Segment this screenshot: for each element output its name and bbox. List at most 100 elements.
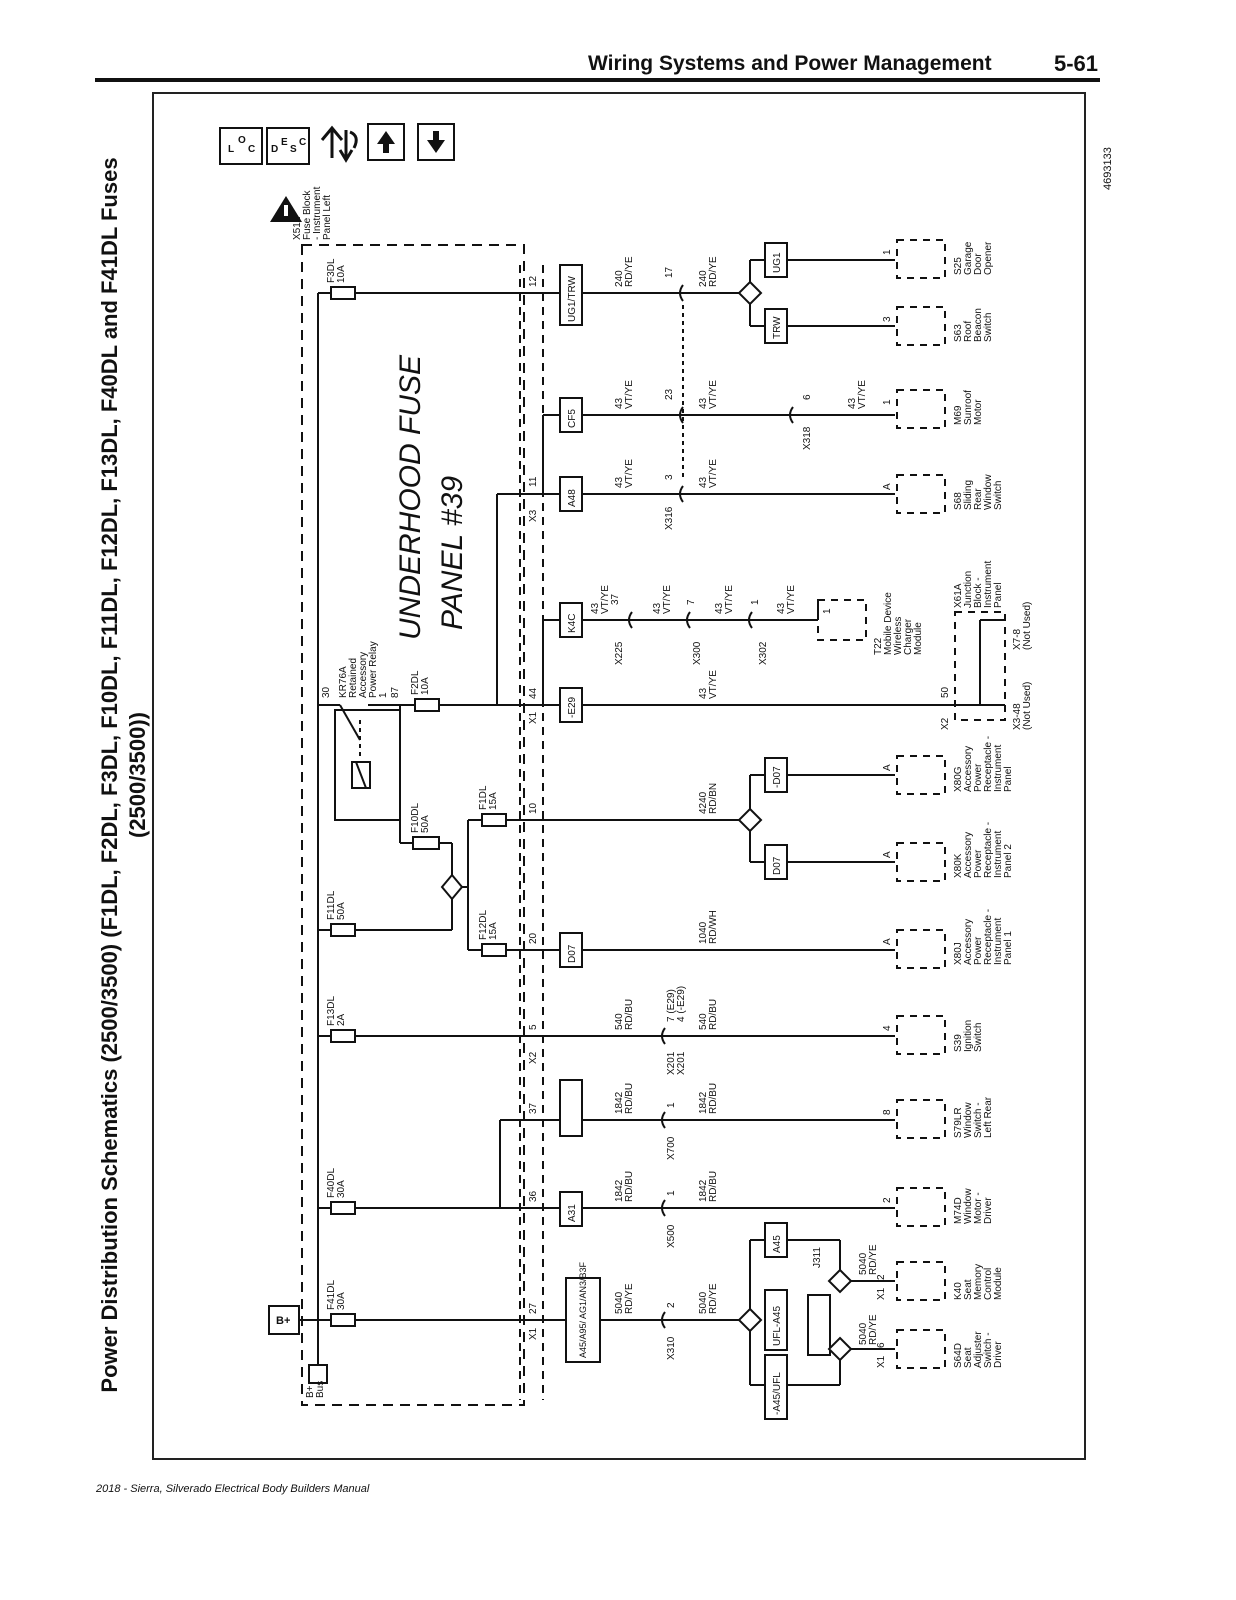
connector-label: X1 <box>528 711 539 724</box>
component-label: Module <box>993 1267 1004 1300</box>
component-x80j-box <box>896 929 946 969</box>
fuse-name: F1DL <box>478 785 489 810</box>
wire-color: RD/BU <box>708 999 719 1030</box>
wire-circuit: 43 <box>698 476 709 488</box>
fuse-rating: 30A <box>336 1292 347 1310</box>
option-label: A45 <box>772 1235 783 1253</box>
inline-connector: X310 <box>666 1336 677 1360</box>
component-label: Window <box>963 1102 974 1138</box>
component-label: M69 <box>953 405 964 425</box>
wire-circuit: 43 <box>714 602 725 614</box>
fuse-block-label-line: X51L <box>292 216 303 240</box>
wire-color: VT/YE <box>857 380 868 409</box>
component-label: Wireless <box>893 617 904 655</box>
desc-icon[interactable] <box>266 127 310 165</box>
component-label: Panel 2 <box>1003 844 1014 878</box>
wire-color: VT/YE <box>708 459 719 488</box>
component-x80k-box <box>896 842 946 882</box>
pin-number: 10 <box>528 802 539 814</box>
wire-color: VT/YE <box>624 459 635 488</box>
x61-pin-label: X3-48 <box>1012 703 1023 730</box>
fuse-f3dl <box>330 286 356 300</box>
component-label: Motor - <box>973 1192 984 1224</box>
component-s39-box <box>896 1015 946 1055</box>
component-label: Instrument <box>993 745 1004 792</box>
component-label: Ignition <box>963 1020 974 1052</box>
inline-pin: 1 <box>822 608 833 614</box>
navigation-icon[interactable] <box>320 125 358 163</box>
component-s63-box <box>896 306 946 346</box>
component-label: S39 <box>953 1034 964 1052</box>
svg-text:X80KAccessoryPowerReceptacle -: X80KAccessoryPowerReceptacle -Instrument… <box>953 822 1014 878</box>
component-pin: A <box>882 938 893 945</box>
component-label: Switch - <box>983 1332 994 1368</box>
component-label: Receptacle - <box>983 736 994 792</box>
svg-text:T22Mobile DeviceWirelessCharge: T22Mobile DeviceWirelessChargerModule <box>873 592 924 655</box>
wire-circuit: 5040 <box>858 1252 869 1275</box>
inline-connector: X300 <box>692 641 703 665</box>
component-label: Receptacle - <box>983 822 994 878</box>
component-label: Seat <box>963 1347 974 1368</box>
option-label: D07 <box>772 856 783 875</box>
svg-text:S39IgnitionSwitch: S39IgnitionSwitch <box>953 1020 984 1052</box>
wire-color: VT/YE <box>662 585 673 614</box>
component-label: M74D <box>953 1197 964 1224</box>
fuse-rating: 15A <box>488 792 499 810</box>
component-label: Instrument <box>993 831 1004 878</box>
wire-color: VT/YE <box>624 380 635 409</box>
wire-circuit: 43 <box>652 602 663 614</box>
page-number: 5-61 <box>1054 51 1099 76</box>
bplus-badge <box>268 1305 300 1335</box>
component-label: X61A <box>953 583 964 608</box>
relay-box <box>334 709 401 821</box>
wire-color: VT/YE <box>600 585 611 614</box>
wire-circuit: 43 <box>698 687 709 699</box>
svg-text:X80GAccessoryPowerReceptacle -: X80GAccessoryPowerReceptacle -Instrument… <box>953 736 1014 792</box>
component-pin: 3 <box>882 316 893 322</box>
component-m74d-box <box>896 1187 946 1227</box>
fuse-rating: 2A <box>336 1013 347 1026</box>
fuse-f12dl <box>481 943 507 957</box>
pin-number: 36 <box>528 1190 539 1202</box>
wire-color: RD/BU <box>708 1083 719 1114</box>
desc-letter: D <box>271 144 278 155</box>
page-header-title: Wiring Systems and Power Management <box>588 52 992 75</box>
x61-pin-label: (Not Used) <box>1022 682 1033 730</box>
fuse-name: F11DL <box>326 890 337 920</box>
fuse-name: F40DL <box>326 1168 337 1198</box>
bplus-bus-terminal <box>308 1364 328 1384</box>
option-label: -A45/UFL <box>772 1372 783 1415</box>
component-pin: A <box>882 764 893 771</box>
inline-pin: 1 <box>666 1190 677 1196</box>
component-label: Switch <box>993 481 1004 510</box>
relay-pin: 1 <box>378 692 389 698</box>
wire-color: RD/YE <box>708 1283 719 1314</box>
x61-pin-label: (Not Used) <box>1022 602 1033 650</box>
option-label: K4C <box>567 614 578 633</box>
component-s64d-box <box>896 1329 946 1369</box>
wire-circuit: 540 <box>698 1013 709 1030</box>
desc-letter: E <box>281 137 288 148</box>
fuse-name: F12DL <box>478 910 489 940</box>
fuse-block-label-line: Fuse Block <box>302 190 313 240</box>
component-k40-box <box>896 1261 946 1301</box>
component-s68-box <box>896 474 946 514</box>
loc-icon[interactable] <box>219 127 263 165</box>
option-label: A48 <box>567 489 578 507</box>
option-label: -E29 <box>567 696 578 718</box>
fuse-block-label-line: - Instrument <box>312 186 323 240</box>
fuse-f13dl <box>330 1029 356 1043</box>
component-pin: 1 <box>882 249 893 255</box>
component-pin: 2 <box>882 1197 893 1203</box>
loc-letter: O <box>238 135 246 146</box>
wire-color: RD/YE <box>868 1244 879 1275</box>
wire-color: RD/BU <box>624 999 635 1030</box>
wire-circuit: 1040 <box>698 921 709 944</box>
relay-label: Retained <box>348 658 359 698</box>
wire-circuit: 5040 <box>614 1291 625 1314</box>
pin-number: 11 <box>528 476 539 487</box>
component-label: Panel <box>993 582 1004 608</box>
component-label: Sliding <box>963 480 974 510</box>
wire-color: RD/YE <box>708 256 719 287</box>
inline-pin: 4 (-E29) <box>676 986 687 1022</box>
